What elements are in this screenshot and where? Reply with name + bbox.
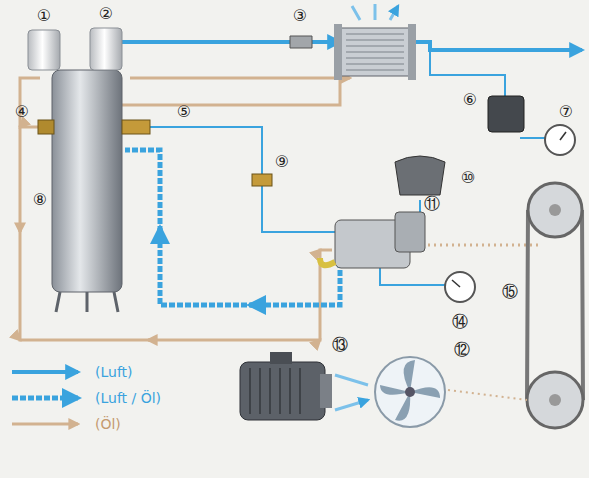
filter xyxy=(28,30,60,70)
airend xyxy=(320,212,425,268)
callout-number: ⑨ xyxy=(275,154,289,170)
solenoid xyxy=(252,174,272,186)
filter xyxy=(90,28,122,70)
intake-valve xyxy=(395,156,445,195)
cooling-air xyxy=(335,375,368,410)
tank-legs xyxy=(56,292,118,312)
cooler xyxy=(334,4,416,80)
flow-arrow xyxy=(250,303,260,308)
fan xyxy=(375,357,445,427)
flow-arrow xyxy=(158,228,163,240)
callout-number: ① xyxy=(37,8,51,24)
legend-sample xyxy=(12,396,78,401)
gauge xyxy=(545,125,575,155)
legend-sample xyxy=(12,370,78,374)
legend-text: (Luft) xyxy=(95,365,133,379)
legend-sample xyxy=(12,423,78,426)
legend-text: (Luft / Öl) xyxy=(95,391,161,405)
separator-tank xyxy=(52,70,122,292)
callout-number: ⑩ xyxy=(461,170,475,186)
air-line xyxy=(108,42,582,285)
gauge xyxy=(445,272,475,302)
legend-text: (Öl) xyxy=(95,417,121,431)
valve xyxy=(290,36,312,48)
air-oil-line xyxy=(125,150,340,305)
callout-number: ⑤ xyxy=(177,104,191,120)
callout-number: ⑭ xyxy=(452,314,468,330)
callout-number: ⑧ xyxy=(33,192,47,208)
callout-number: ⑪ xyxy=(424,196,440,212)
callout-number: ⑥ xyxy=(463,92,477,108)
callout-number: ⑬ xyxy=(332,337,348,353)
callout-number: ③ xyxy=(293,8,307,24)
callout-number: ② xyxy=(99,6,113,22)
valve xyxy=(122,120,150,134)
belt-drive xyxy=(448,183,583,428)
valve xyxy=(38,120,54,134)
callout-number: ⑮ xyxy=(502,284,518,300)
pressure-switch xyxy=(488,96,524,132)
callout-number: ⑫ xyxy=(454,342,470,358)
motor xyxy=(240,352,332,420)
callout-number: ④ xyxy=(15,104,29,120)
callout-number: ⑦ xyxy=(559,104,573,120)
